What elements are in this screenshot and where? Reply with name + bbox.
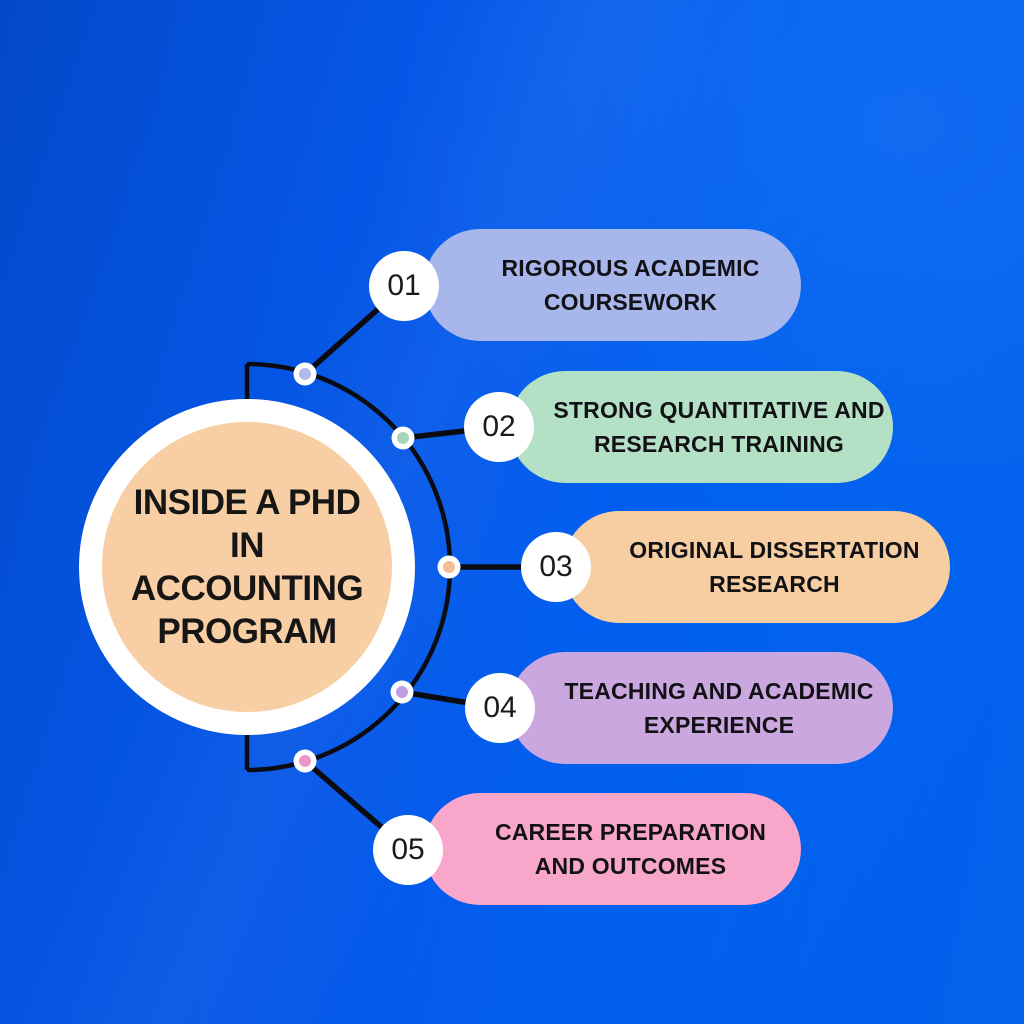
item-label-02: STRONG QUANTITATIVE AND RESEARCH TRAININ… — [553, 396, 885, 458]
item-pill-01: RIGOROUS ACADEMIC COURSEWORK — [424, 229, 801, 341]
item-label-04: TEACHING AND ACADEMIC EXPERIENCE — [564, 677, 874, 739]
item-pill-04: TEACHING AND ACADEMIC EXPERIENCE — [509, 652, 893, 764]
node-dot-04 — [390, 680, 414, 704]
item-label-05: CAREER PREPARATION AND OUTCOMES — [494, 818, 767, 880]
node-dot-03-core — [443, 561, 455, 573]
item-number-circle-04: 04 — [465, 673, 535, 743]
node-dot-05 — [293, 749, 317, 773]
item-number-02: 02 — [482, 410, 516, 443]
page-title-line-2: IN — [230, 526, 265, 565]
node-dot-01-core — [299, 368, 311, 380]
node-dot-05-core — [299, 755, 311, 767]
item-number-05: 05 — [391, 833, 425, 866]
item-label-03: ORIGINAL DISSERTATION RESEARCH — [629, 536, 920, 598]
item-number-circle-02: 02 — [464, 392, 534, 462]
item-number-circle-01: 01 — [369, 251, 439, 321]
node-dot-01 — [293, 362, 317, 386]
item-number-03: 03 — [539, 550, 573, 583]
item-number-01: 01 — [387, 269, 421, 302]
node-dot-02 — [391, 426, 415, 450]
page-title-line-1: INSIDE A PHD — [133, 483, 361, 522]
item-pill-03: ORIGINAL DISSERTATION RESEARCH — [563, 511, 950, 623]
item-number-circle-05: 05 — [373, 815, 443, 885]
item-number-04: 04 — [483, 691, 517, 724]
item-label-01: RIGOROUS ACADEMIC COURSEWORK — [501, 254, 760, 316]
item-pill-05: CAREER PREPARATION AND OUTCOMES — [424, 793, 801, 905]
center-circle: INSIDE A PHD IN ACCOUNTING PROGRAM — [79, 399, 415, 735]
page-title-line-3: ACCOUNTING — [130, 569, 364, 608]
page-title-line-4: PROGRAM — [157, 612, 337, 651]
item-pill-02: STRONG QUANTITATIVE AND RESEARCH TRAININ… — [509, 371, 893, 483]
node-dot-03 — [437, 555, 461, 579]
node-dot-02-core — [397, 432, 409, 444]
node-dot-04-core — [396, 686, 408, 698]
item-number-circle-03: 03 — [521, 532, 591, 602]
